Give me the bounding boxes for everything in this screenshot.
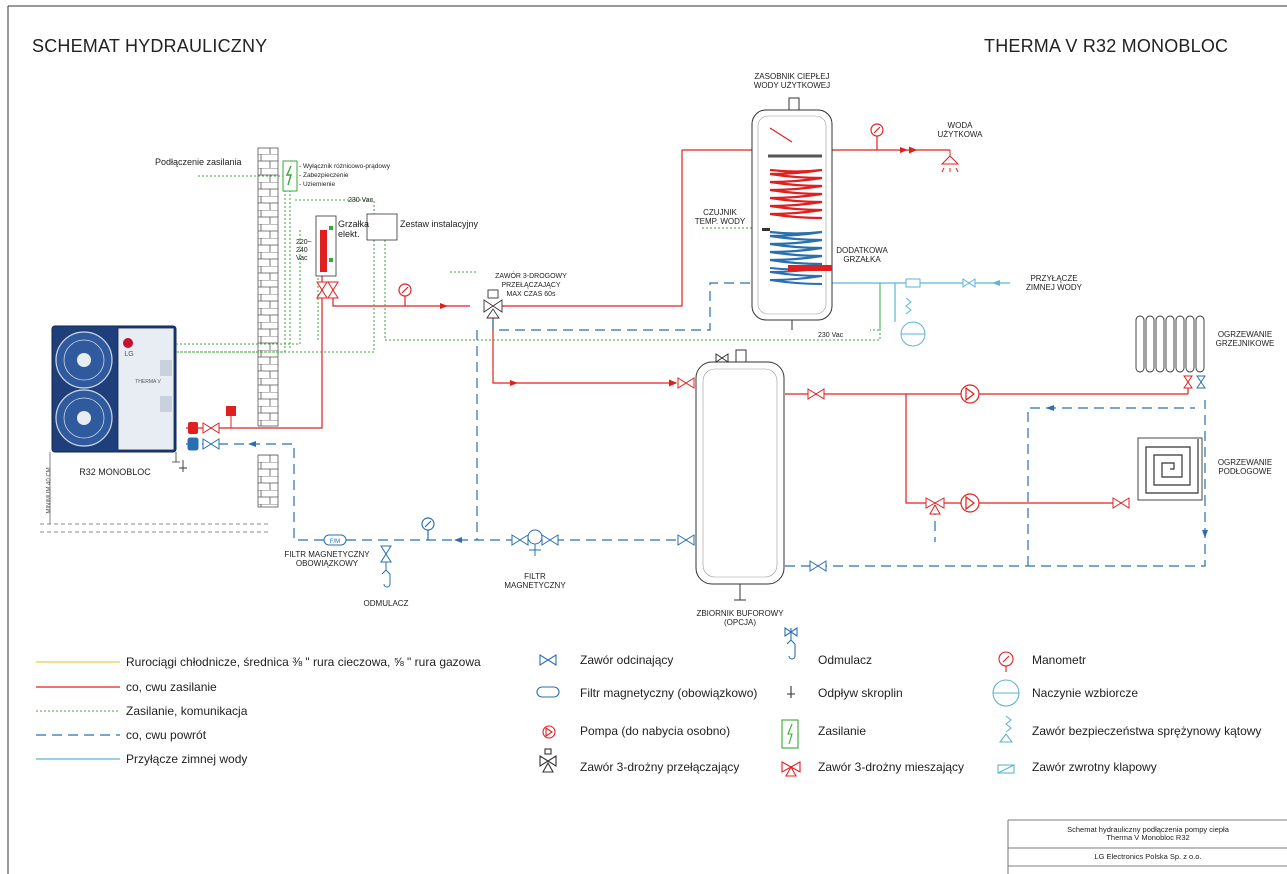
mag-filter-required-label-1: FILTR MAGNETYCZNY [284,550,370,559]
legend-line-label-0: Rurociągi chłodnicze, średnica ⅜ " rura … [126,655,481,669]
red-unit-fittings [188,406,236,434]
legend-line-label-2: Zasilanie, komunikacja [126,704,248,718]
breaker-label-2: - Zabezpieczenie [299,172,349,179]
floor-label-1: OGRZEWANIE [1217,458,1273,467]
radiators-label-1: OGRZEWANIE [1217,330,1273,339]
title-block [1007,819,1287,874]
outdoor-unit [51,325,180,463]
buffer-label-2: (OPCJA) [724,618,756,627]
dhw-tank-label-1: ZASOBNIK CIEPŁEJ [754,72,830,81]
legend-mixing-valve: Zawór 3-drożny mieszający [818,760,965,774]
tap-water-label-1: WODA [947,121,973,130]
product-title: THERMA V R32 MONOBLOC [984,36,1229,56]
mag-filter-label-2: MAGNETYCZNY [504,581,566,590]
tap-water-label-2: UŻYTKOWA [937,130,983,139]
unit-brand-label: LG [124,351,134,358]
title-block-line-2: Therma V Monobloc R32 [1106,833,1190,842]
desludger-label: ODMULACZ [363,599,409,608]
supply-pipes [186,146,1189,504]
three-way-valve-icon [483,289,503,319]
v230-top-label: 230 Vac [348,197,374,204]
legend-expansion-vessel: Naczynie wzbiorcze [1032,686,1139,700]
power-supply-icon [282,160,298,192]
wall-upper [257,147,279,427]
lg-logo-icon [123,338,133,348]
heater-label-1: Grzałka [338,219,370,229]
legend-safety-valve: Zawór bezpieczeństwa sprężynowy kątowy [1032,724,1262,738]
mag-filter-label-1: FILTR [524,572,546,581]
shutoff-valves-return [187,437,827,572]
ground-line [40,523,270,533]
wall-lower [257,454,279,508]
condensate-drain-icon [179,460,187,472]
cold-water-label-2: ZIMNEJ WODY [1026,283,1082,292]
unit-name-label: R32 MONOBLOC [79,467,151,477]
voltage-label-1: 220~ [296,239,312,246]
radiators-label-2: GRZEJNIKOWE [1215,339,1275,348]
cold-water-fittings [900,278,976,347]
pump-icon [960,384,980,513]
mixing-valve-icon [925,497,945,515]
legend-line-label-1: co, cwu zasilanie [126,680,217,694]
minimum-clearance-label: MINIMUM 40 CM [46,467,53,514]
page-title: SCHEMAT HYDRAULICZNY [32,36,268,56]
legend-line-label-3: co, cwu powrót [126,728,207,742]
sheet-frame [7,5,1287,874]
install-kit-label: Zestaw instalacyjny [400,219,479,229]
power-lines [176,175,881,353]
valve3-label-3: MAX CZAS 60s [506,291,556,298]
cold-water-label-1: PRZYŁĄCZE [1030,274,1078,283]
valve3-label-2: PRZEŁĄCZAJĄCY [501,282,561,289]
electric-heater-icon [315,215,337,277]
legend-condensate: Odpływ skroplin [818,686,903,700]
underfloor-heating-icon [1137,437,1203,501]
legend-pump: Pompa (do nabycia osobno) [580,724,731,738]
mag-filter-required-label-2: OBOWIĄZKOWY [295,559,359,568]
v230-tank-label: 230 Vac [818,332,844,339]
legend-line-label-4: Przyłącze zimnej wody [126,752,248,766]
install-kit-box [366,213,398,241]
unit-model-label: THERMA V [135,379,161,385]
sensor-label-2: TEMP. WODY [694,217,746,226]
magnetic-filter-icon [527,529,543,556]
valve3-label-1: ZAWÓR 3-DROGOWY [495,273,567,280]
radiator-icon [1135,315,1205,373]
manometer-icon [398,123,884,306]
voltage-label-2: 240 [296,247,308,254]
legend-magnetic-filter: Filtr magnetyczny (obowiązkowo) [580,686,758,700]
legend-power: Zasilanie [818,724,867,738]
buffer-tank [695,349,785,601]
extra-heater-label-1: DODATKOWA [836,246,888,255]
title-block-line-1: Schemat hydrauliczny podłączenia pompy c… [1067,825,1229,834]
shower-head-icon [940,150,960,173]
legend-manometer: Manometr [1032,653,1087,667]
legend-desludger: Odmulacz [818,653,873,667]
heater-label-2: elekt. [338,229,360,239]
desludger-icon [381,562,391,588]
legend-check-valve: Zawór zwrotny klapowy [1032,760,1157,774]
legend-switching-valve: Zawór 3-drożny przełączający [580,760,740,774]
fm-filter-required [323,534,347,546]
shutoff-valves-supply [202,281,1130,509]
fm-tag: F/M [330,539,340,545]
dhw-tank-label-2: WODY UŻYTKOWEJ [753,81,831,90]
floor-label-2: PODŁOGOWE [1218,467,1272,476]
breaker-label-1: - Wyłącznik różnicowo-prądowy [299,163,390,170]
title-block-company: LG Electronics Polska Sp. z o.o. [1094,852,1202,861]
voltage-label-3: Vac [296,255,308,262]
extra-heater-label-2: GRZAŁKA [843,255,881,264]
manometer-return-icon [421,517,435,540]
legend-lines [36,686,120,760]
radiator-valves [1183,375,1206,389]
legend-shutoff-valve: Zawór odcinający [580,653,674,667]
breaker-label-3: - Uziemienie [299,181,336,188]
sensor-label-1: CZUJNIK [703,208,737,217]
legend-symbols [536,626,1020,777]
dhw-tank [751,97,833,330]
return-pipes [186,282,1206,567]
buffer-label-1: ZBIORNIK BUFOROWY [696,609,784,618]
power-connection-label: Podłączenie zasilania [155,157,242,167]
